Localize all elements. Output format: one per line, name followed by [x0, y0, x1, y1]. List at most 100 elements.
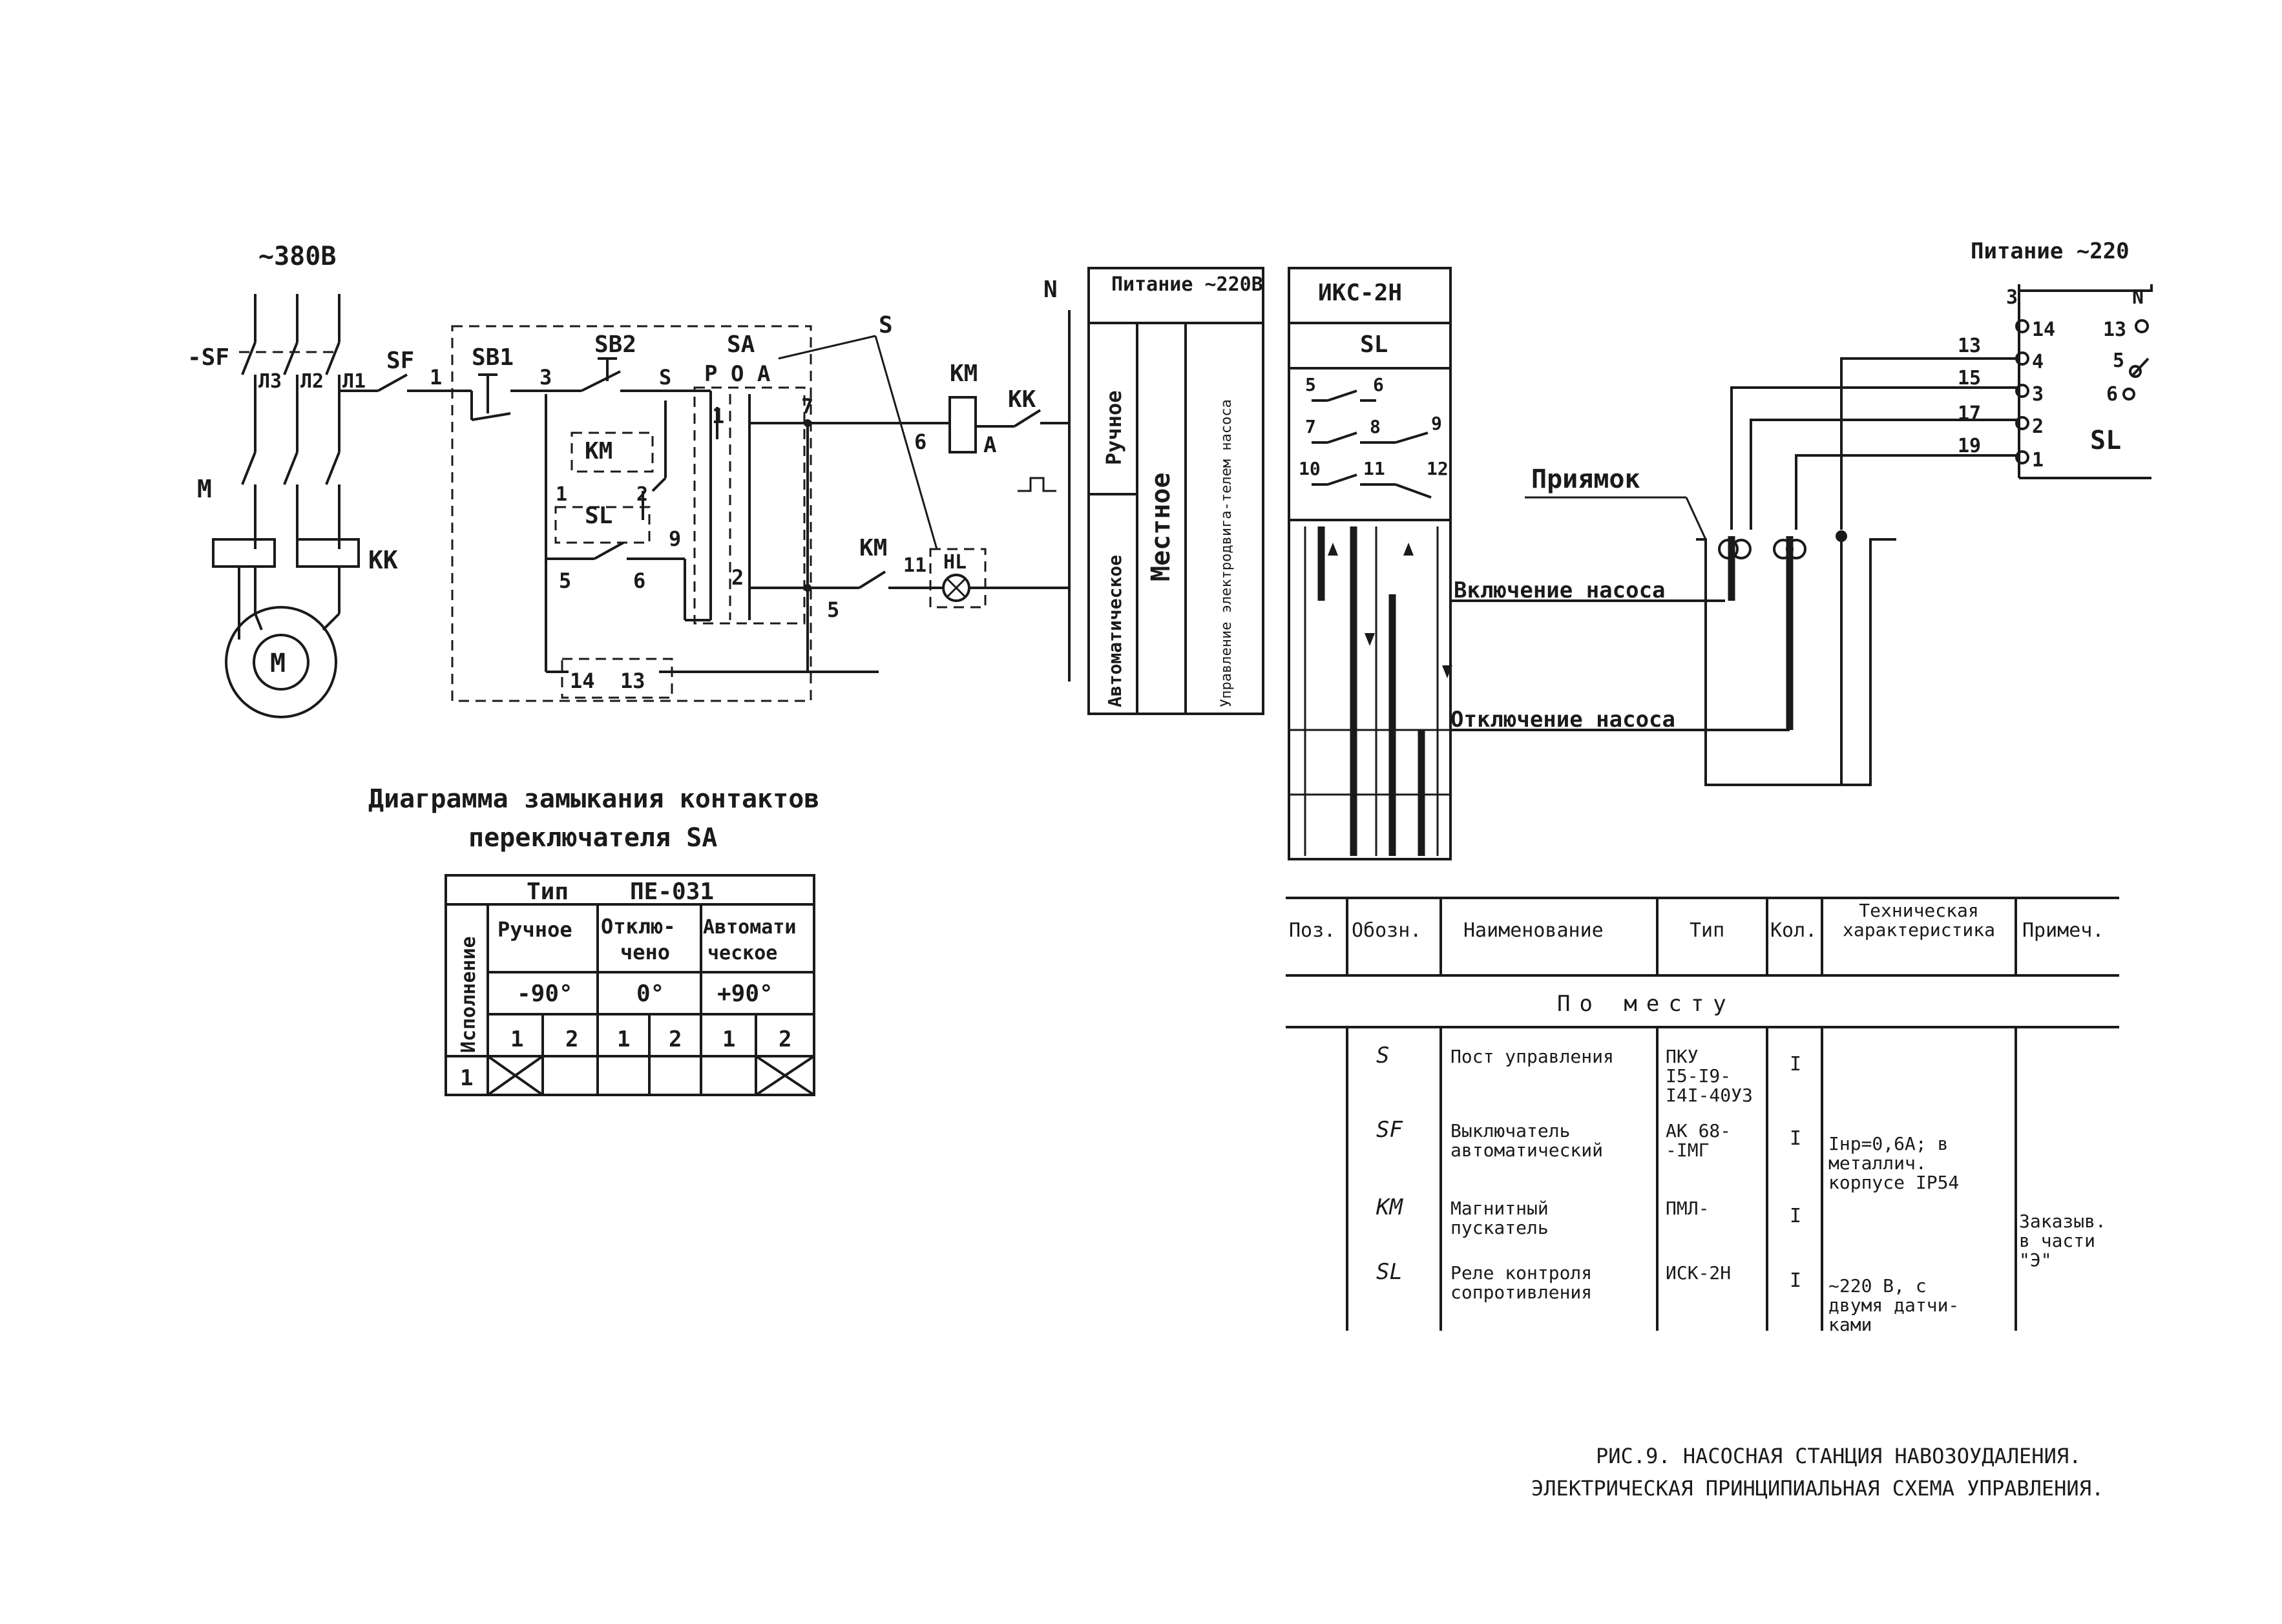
spec-row-type: I5-I9- [1666, 1065, 1731, 1087]
group-off-name-1: Отклю- [601, 914, 676, 939]
node-6: 6 [914, 430, 926, 454]
supply-voltage-label: ~380В [258, 242, 336, 271]
iks-contact-7: 7 [1305, 416, 1316, 437]
terminal-4: 4 [2032, 351, 2044, 373]
th-pos: Поз. [1289, 919, 1335, 942]
km-contact-label: КМ [859, 535, 887, 561]
spec-row-code: S [1376, 1043, 1389, 1068]
spec-row-tech: корпусе IP54 [1828, 1172, 1959, 1193]
spec-row-qty: I [1790, 1205, 1801, 1227]
node-7: 7 [801, 394, 813, 419]
spec-row-type: I4I-40У3 [1666, 1085, 1753, 1106]
pump-off-label: Отключение насоса [1450, 707, 1675, 733]
contact-diagram-title-2: переключателя SA [468, 823, 717, 853]
sensor-section: Включение насоса Отключение насоса Приям… [1450, 357, 2019, 786]
closed-contact-mark [755, 1055, 815, 1096]
control-station-box [451, 325, 812, 702]
coil-km-rect [948, 396, 977, 453]
iks-contact-5: 5 [1305, 374, 1316, 395]
node-13: 13 [620, 669, 645, 693]
sl-device-label: SL [2090, 426, 2121, 455]
spec-row-type: -IМГ [1666, 1140, 1709, 1161]
spec-row-name: пускатель [1450, 1217, 1549, 1238]
terminal-13: 13 [2103, 318, 2126, 341]
spec-row-qty: I [1790, 1053, 1801, 1076]
motor-contacts-label: М [197, 475, 212, 503]
th-tech: Техническая характеристика [1842, 901, 1995, 941]
spec-row-name: автоматический [1450, 1140, 1603, 1161]
caption-line-1: РИС.9. НАСОСНАЯ СТАНЦИЯ НАВОЗОУДАЛЕНИЯ. [1596, 1444, 2081, 1468]
iks-title: ИКС-2Н [1318, 280, 1402, 306]
contact-num-6: 2 [779, 1026, 791, 1052]
wire-19: 19 [1958, 435, 1981, 457]
spec-row-code: КМ [1376, 1194, 1403, 1220]
terminal-14: 14 [2032, 318, 2055, 341]
spec-row-code: SL [1376, 1259, 1403, 1285]
km-aux-box [570, 432, 654, 473]
spec-table: Поз. Обозн. Наименование Тип Кол. Технич… [1286, 897, 2119, 1335]
pump-on-label: Включение насоса [1454, 578, 1666, 603]
th-qty: Кол. [1770, 919, 1817, 942]
contact-num-5: 1 [722, 1026, 735, 1052]
wire-15: 15 [1958, 367, 1981, 390]
col-hand: Ручное [1102, 390, 1126, 465]
spec-row-tech: ~220 В, с [1828, 1275, 1927, 1296]
th-code: Обозн. [1352, 919, 1421, 942]
iks-contact-11: 11 [1363, 458, 1385, 479]
type-value: ПЕ-031 [630, 879, 714, 905]
wire-13: 13 [1958, 335, 1981, 357]
spec-row-note: в части [2019, 1230, 2095, 1251]
phase-l3: Л3 [258, 370, 282, 393]
group-auto-name-2: ческое [707, 942, 777, 964]
thermal-element-2 [296, 538, 360, 568]
iks-contact-8: 8 [1370, 416, 1381, 437]
spec-row-name: Реле контроля [1450, 1262, 1592, 1284]
coil-km: КМ [950, 360, 978, 387]
terminal-block: Питание ~220 3 N 13 15 17 19 14 4 3 2 1 … [1958, 238, 2153, 479]
km-aux-1: 1 [556, 483, 567, 506]
station-label-s: S [879, 312, 893, 338]
closed-contact-mark [487, 1055, 544, 1096]
wire-17: 17 [1958, 402, 1981, 425]
right-top-left: 3 [2006, 286, 2018, 309]
spec-row-qty: I [1790, 1269, 1801, 1292]
thermal-element-1 [212, 538, 276, 568]
spec-row-tech: металлич. [1828, 1152, 1927, 1174]
group-hand-angle: -90° [517, 981, 573, 1007]
terminal-6: 6 [2106, 383, 2118, 406]
function-panel-title: Питание ~220В [1111, 273, 1263, 296]
switch-sa: SA [727, 331, 755, 358]
lamp-box [929, 548, 987, 609]
node-s: S [659, 365, 671, 390]
function-panel: Питание ~220В Ручное Автоматическое Мест… [1087, 267, 1264, 715]
row-number: 1 [460, 1065, 473, 1091]
spec-row-tech: Iнр=0,6А; в [1828, 1133, 1948, 1154]
switch-sa-box [693, 386, 806, 625]
spec-row-qty: I [1790, 1127, 1801, 1150]
node-5b: 5 [827, 598, 839, 622]
contact-diagram-title-1: Диаграмма замыкания контактов [368, 784, 819, 814]
contact-kk: КК [1008, 386, 1036, 413]
motor-inner [253, 634, 309, 691]
lamp-label: HL [943, 551, 967, 574]
row-header: Исполнение [457, 936, 480, 1053]
closed-marks [487, 1055, 815, 1096]
contact-a: А [983, 432, 996, 458]
terminal-2: 2 [2032, 415, 2044, 438]
button-sb1: SB1 [472, 344, 514, 371]
spec-row-name: Выключатель [1450, 1120, 1570, 1141]
control-breaker-label: SF [386, 348, 414, 374]
pit-label: Приямок [1531, 464, 1640, 494]
phase-l2: Л2 [300, 370, 324, 393]
spec-row-name: сопротивления [1450, 1282, 1592, 1303]
iks-contact-12: 12 [1427, 458, 1449, 479]
right-block-title: Питание ~220 [1971, 238, 2130, 264]
group-hand-name: Ручное [497, 917, 572, 942]
contact-num-1: 1 [510, 1026, 523, 1052]
control-circuit: SF 1 SB1 3 SB2 S SA Р О А 1 2 S [339, 276, 1071, 702]
spec-row-tech: ками [1828, 1314, 1872, 1335]
th-name: Наименование [1463, 919, 1604, 942]
node-11: 11 [903, 554, 926, 577]
